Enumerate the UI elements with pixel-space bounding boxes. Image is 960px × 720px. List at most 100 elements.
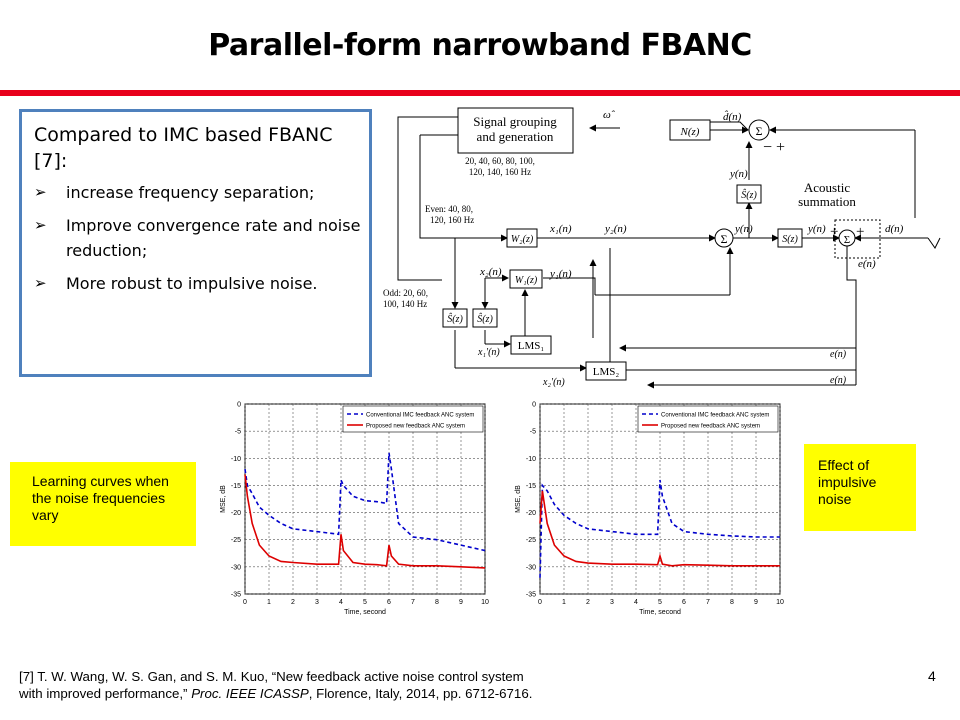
w2-block: W₂(z) [511,234,534,245]
block-diagram: Signal grouping and generation 20, 40, 6… [383,107,941,389]
e1-n-label: e(n) [830,349,847,360]
impulsive-label-box: Effect of impulsive noise [804,444,916,531]
omega-hat-label: ω̂ [603,109,616,121]
x-tick-label: 2 [586,599,590,606]
x-tick-label: 9 [459,599,463,606]
n-z-label: N(z) [680,126,700,138]
arrow-bullet-icon: ➢ [34,216,47,234]
x-axis-label: Time, second [639,609,681,616]
s-hat-block-2: Ŝ(z) [477,313,493,325]
arrow-bullet-icon: ➢ [34,183,47,201]
x-tick-label: 7 [706,599,710,606]
x1p-n-label: x₁′(n) [477,347,500,358]
bullet-box: Compared to IMC based FBANC [7]: ➢ increa… [19,109,372,377]
d-n-label: d(n) [885,223,904,235]
x1-n-label: x₁(n) [549,223,572,235]
legend-box [637,405,779,433]
y-tick-label: -15 [526,483,536,490]
signal-block-line2: and generation [477,129,554,144]
footnote-venue: Proc. IEEE ICASSP [191,686,309,701]
x2p-n-label: x₂′(n) [542,377,565,388]
y-n-label-right: y(n) [807,223,826,235]
y-tick-label: -5 [235,429,241,436]
learning-curves-label: Learning curves when the noise frequenci… [32,473,169,523]
y-tick-label: -25 [526,537,536,544]
y-tick-label: -20 [526,510,536,517]
learning-curves-label-box: Learning curves when the noise frequenci… [10,462,196,546]
x-tick-label: 1 [562,599,566,606]
bullet-text: More robust to impulsive noise. [66,274,318,293]
x-tick-label: 6 [387,599,391,606]
s-hat-block-1: Ŝ(z) [447,313,463,325]
lms1-block: LMS₁ [518,340,545,352]
y-tick-label: -20 [231,510,241,517]
y-axis-label: MSE, dB [220,485,227,513]
y-n-label-top: y(n) [729,168,748,180]
reference-footnote: [7] T. W. Wang, W. S. Gan, and S. M. Kuo… [19,668,532,702]
s-hat-block-top: Ŝ(z) [741,189,757,201]
y-axis-label: MSE, dB [515,485,522,513]
y-tick-label: -15 [231,483,241,490]
x-tick-label: 2 [291,599,295,606]
y-tick-label: -35 [231,592,241,599]
bullet-item: ➢ Improve convergence rate and noise redu… [34,213,361,263]
series-line [539,490,780,567]
bullet-item: ➢ increase frequency separation; [34,180,361,205]
y-tick-label: -30 [526,564,536,571]
series-line [539,479,780,578]
e-n-label: e(n) [858,258,876,270]
y-tick-label: -25 [231,537,241,544]
legend-label: Proposed new feedback ANC system [661,424,760,430]
plus-right-1: + [830,224,838,240]
x-tick-label: 1 [267,599,271,606]
page-number: 4 [928,668,936,684]
legend-label: Conventional IMC feedback ANC system [661,413,769,419]
x-tick-label: 10 [481,599,489,606]
x-tick-label: 8 [435,599,439,606]
sigma-mid: Σ [721,232,728,246]
y-tick-label: -10 [526,456,536,463]
acoustic-line1: Acoustic [804,180,850,195]
x2-n-label: x₂(n) [479,266,502,278]
plus-top: + [776,139,785,156]
x-tick-label: 3 [610,599,614,606]
signal-block-line1: Signal grouping [473,114,557,129]
legend-label: Proposed new feedback ANC system [366,424,465,430]
x-tick-label: 4 [634,599,638,606]
x-tick-label: 8 [730,599,734,606]
footnote-line2: with improved performance,” Proc. IEEE I… [19,685,532,702]
bullet-text: Improve convergence rate and noise reduc… [66,216,361,260]
footnote-line2-c: , Florence, Italy, 2014, pp. 6712-6716. [308,686,533,701]
y-tick-label: 0 [532,402,536,409]
bullet-intro: Compared to IMC based FBANC [7]: [34,124,333,172]
even-label-1: Even: 40, 80, [425,204,473,214]
lms2-block: LMS₂ [593,366,620,378]
footnote-line2-a: with improved performance,” [19,686,192,701]
x-tick-label: 10 [776,599,784,606]
x-tick-label: 0 [538,599,542,606]
y1-n-label: y₁(n) [549,268,572,280]
odd-label-2: 100, 140 Hz [383,299,427,309]
slide-title: Parallel-form narrowband FBANC [208,28,752,63]
y-tick-label: -30 [231,564,241,571]
bullet-list: ➢ increase frequency separation; ➢ Improve… [34,180,361,296]
x-tick-label: 4 [339,599,343,606]
y-tick-label: 0 [237,402,241,409]
x-tick-label: 5 [363,599,367,606]
y2-n-label: y₂(n) [604,223,627,235]
x-tick-label: 9 [754,599,758,606]
minus-top: − [763,139,772,156]
legend-box [342,405,484,433]
e2-n-label: e(n) [830,375,847,386]
legend-label: Conventional IMC feedback ANC system [366,413,474,419]
x-tick-label: 3 [315,599,319,606]
even-label-2: 120, 160 Hz [430,215,474,225]
series-line [244,474,486,569]
x-tick-label: 5 [658,599,662,606]
y-tick-label: -10 [231,456,241,463]
x-tick-label: 7 [411,599,415,606]
d-hat-label: d̂(n) [723,110,742,123]
freq-all-2: 120, 140, 160 Hz [469,167,531,177]
bullet-text: increase frequency separation; [66,183,315,202]
